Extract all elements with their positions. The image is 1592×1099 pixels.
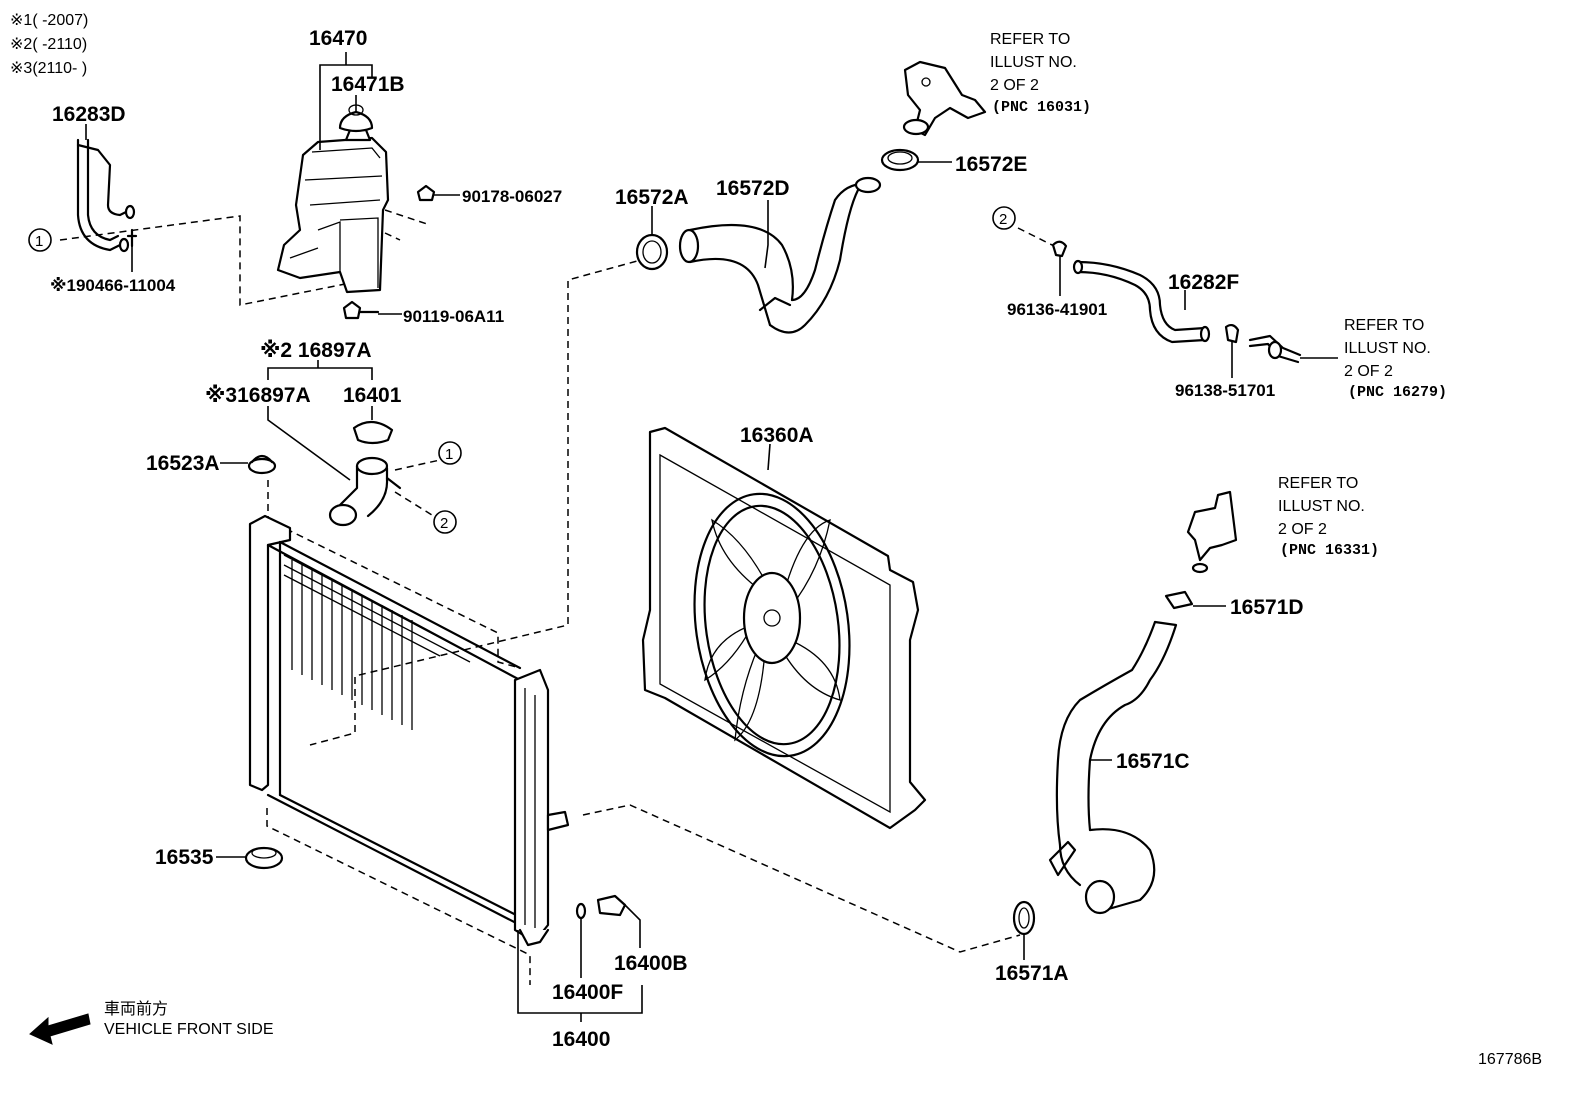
reservoir-cap bbox=[338, 104, 374, 133]
callout-2-right: 2 bbox=[992, 206, 1016, 230]
svg-text:※1( -2007): ※1( -2007) bbox=[10, 12, 88, 29]
bypass-hose bbox=[1072, 259, 1211, 344]
label-90466-11004: ※190466-11004 bbox=[50, 276, 176, 295]
drain-cock-plug bbox=[596, 894, 627, 917]
note-2-text: ( -2110) bbox=[32, 36, 87, 53]
lower-hose-clamp-a bbox=[1012, 900, 1036, 936]
assembly-dashed-lines bbox=[59, 209, 1063, 985]
applicability-notes: ※1( -2007) ※2( -2110) ※3(2110- ) bbox=[10, 12, 88, 77]
part-labels: 16470 16471B 16283D 90178-06027 ※190466-… bbox=[50, 27, 1304, 1051]
svg-text:ILLUST NO.: ILLUST NO. bbox=[990, 54, 1077, 71]
label-16360a: 16360A bbox=[740, 424, 814, 447]
front-label-en: VEHICLE FRONT SIDE bbox=[104, 1021, 274, 1038]
svg-text:2 OF 2: 2 OF 2 bbox=[1344, 363, 1393, 380]
label-16571c: 16571C bbox=[1116, 750, 1190, 773]
fan-shroud bbox=[641, 426, 927, 830]
vehicle-front-indicator: 車両前方 VEHICLE FRONT SIDE bbox=[29, 1000, 274, 1045]
label-16471b: 16471B bbox=[331, 73, 405, 96]
label-16470: 16470 bbox=[309, 27, 367, 50]
note-2-mark: ※2 bbox=[10, 36, 32, 53]
label-16400f: 16400F bbox=[552, 981, 623, 1004]
svg-text:(PNC 16279): (PNC 16279) bbox=[1348, 384, 1447, 401]
radiator bbox=[248, 514, 570, 947]
front-label-jp: 車両前方 bbox=[104, 1000, 168, 1018]
label-16523a: 16523A bbox=[146, 452, 220, 475]
label-16535: 16535 bbox=[155, 846, 214, 869]
label-96138-51701: 96138-51701 bbox=[1175, 381, 1275, 400]
fan-blades bbox=[704, 518, 841, 742]
svg-text:REFER TO: REFER TO bbox=[1278, 475, 1358, 492]
note-1-mark: ※1 bbox=[10, 12, 32, 29]
svg-text:2: 2 bbox=[440, 515, 448, 532]
callout-1-neck: 1 bbox=[438, 441, 462, 465]
callout-2-neck: 2 bbox=[433, 510, 457, 534]
label-90119-06a11: 90119-06A11 bbox=[403, 307, 504, 326]
refer-to-16279: REFER TO ILLUST NO. 2 OF 2 (PNC 16279) bbox=[1344, 317, 1447, 401]
leader-lines bbox=[85, 52, 1338, 1022]
svg-text:REFER TO: REFER TO bbox=[990, 31, 1070, 48]
radiator-cap bbox=[352, 420, 394, 445]
svg-text:REFER TO: REFER TO bbox=[1344, 317, 1424, 334]
upper-hose-clamp-a bbox=[635, 233, 669, 271]
svg-text:2 OF 2: 2 OF 2 bbox=[990, 77, 1039, 94]
svg-text:※2( -2110): ※2( -2110) bbox=[10, 36, 87, 53]
water-outlet-16031 bbox=[902, 60, 987, 137]
overflow-hose bbox=[76, 138, 136, 253]
label-16283d: 16283D bbox=[52, 103, 126, 126]
callout-1-left: 1 bbox=[28, 228, 52, 252]
lower-hose-clamp-d bbox=[1164, 590, 1194, 610]
svg-text:2: 2 bbox=[999, 211, 1007, 228]
lower-hose bbox=[1048, 620, 1178, 915]
upper-cushion bbox=[247, 454, 277, 475]
label-90178-06027: 90178-06027 bbox=[462, 187, 562, 206]
refer-to-16031: REFER TO ILLUST NO. 2 OF 2 (PNC 16031) bbox=[990, 31, 1091, 116]
label-16897a-2: ※2 16897A bbox=[260, 339, 372, 362]
svg-text:2 OF 2: 2 OF 2 bbox=[1278, 521, 1327, 538]
illustration-number: 167786B bbox=[1478, 1051, 1542, 1068]
refer-to-16331: REFER TO ILLUST NO. 2 OF 2 (PNC 16331) bbox=[1278, 475, 1379, 559]
hose-clip-90466 bbox=[126, 228, 138, 248]
note-3-mark: ※3 bbox=[10, 60, 32, 77]
water-inlet-16331 bbox=[1186, 490, 1238, 574]
label-96136-41901: 96136-41901 bbox=[1007, 300, 1107, 319]
label-16897a-3: ※316897A bbox=[205, 384, 311, 407]
filler-neck bbox=[328, 456, 402, 527]
upper-hose bbox=[678, 176, 882, 334]
radiator-core-fins bbox=[283, 554, 521, 730]
label-16572e: 16572E bbox=[955, 153, 1027, 176]
svg-text:(PNC 16331): (PNC 16331) bbox=[1280, 542, 1379, 559]
label-16282f: 16282F bbox=[1168, 271, 1239, 294]
bolt-90119 bbox=[342, 300, 380, 320]
reservoir-tank bbox=[276, 128, 390, 294]
svg-text:ILLUST NO.: ILLUST NO. bbox=[1344, 340, 1431, 357]
hose-clip-96138 bbox=[1224, 323, 1240, 344]
label-16400: 16400 bbox=[552, 1028, 610, 1051]
hose-clip-96136 bbox=[1051, 240, 1068, 258]
svg-text:1: 1 bbox=[445, 446, 453, 463]
svg-text:ILLUST NO.: ILLUST NO. bbox=[1278, 498, 1365, 515]
label-16572d: 16572D bbox=[716, 177, 790, 200]
svg-text:(PNC 16031): (PNC 16031) bbox=[992, 99, 1091, 116]
note-1-text: ( -2007) bbox=[32, 12, 88, 29]
label-16571a: 16571A bbox=[995, 962, 1069, 985]
drain-o-ring bbox=[575, 902, 587, 920]
lower-cushion bbox=[244, 846, 284, 870]
upper-hose-clamp-e bbox=[880, 148, 920, 172]
label-16572a: 16572A bbox=[615, 186, 689, 209]
nut-90178 bbox=[416, 184, 436, 202]
label-16401: 16401 bbox=[343, 384, 402, 407]
note-3-text: (2110- ) bbox=[32, 60, 87, 77]
svg-text:1: 1 bbox=[35, 233, 43, 250]
label-16400b: 16400B bbox=[614, 952, 688, 975]
svg-text:※3(2110- ): ※3(2110- ) bbox=[10, 60, 87, 77]
front-arrow-icon bbox=[29, 1013, 91, 1045]
label-16571d: 16571D bbox=[1230, 596, 1304, 619]
pipe-16279 bbox=[1248, 334, 1302, 364]
